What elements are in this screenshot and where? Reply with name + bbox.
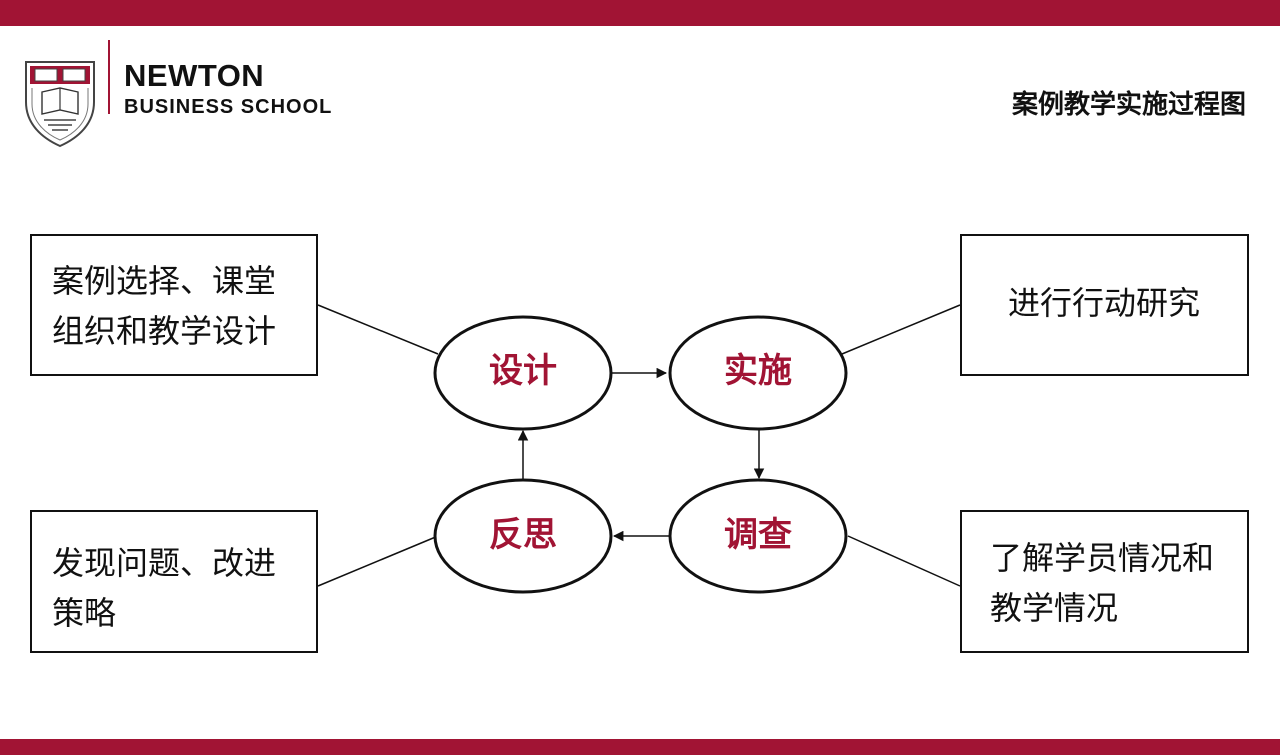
node-survey-label: 调查 [724,515,792,555]
box-implement-detail: 进行行动研究 [960,234,1249,376]
box-line: 教学情况 [990,589,1119,627]
top-band [0,0,1280,26]
box-line: 了解学员情况和 [990,539,1215,577]
node-design-ellipse [433,315,613,431]
node-implement-ellipse [668,315,848,431]
box-line: 案例选择、课堂 [52,262,277,300]
box-design-detail: 案例选择、课堂 组织和教学设计 [30,234,318,376]
box-survey-detail: 了解学员情况和 教学情况 [960,510,1249,653]
node-survey-ellipse [668,478,848,594]
brand-subtitle: BUSINESS SCHOOL [124,96,333,118]
logo-divider [108,40,110,114]
page-title: 案例教学实施过程图 [1011,90,1246,120]
box-line: 发现问题、改进 [52,544,277,582]
node-reflect-label: 反思 [489,515,557,555]
connector-box-1 [317,304,439,355]
box-line: 策略 [52,594,117,632]
bottom-band [0,739,1280,755]
box-line: 进行行动研究 [1008,284,1201,322]
node-design-label: 设计 [489,351,557,391]
box-line: 组织和教学设计 [52,312,277,350]
node-reflect-ellipse [433,478,613,594]
shield-crest-icon [25,61,95,148]
box-reflect-detail: 发现问题、改进 策略 [30,510,318,653]
node-implement-label: 实施 [724,351,792,391]
brand-name: NEWTON [124,58,265,93]
connector-box-4 [847,535,961,587]
connector-box-2 [841,304,961,355]
connector-box-3 [317,535,439,587]
